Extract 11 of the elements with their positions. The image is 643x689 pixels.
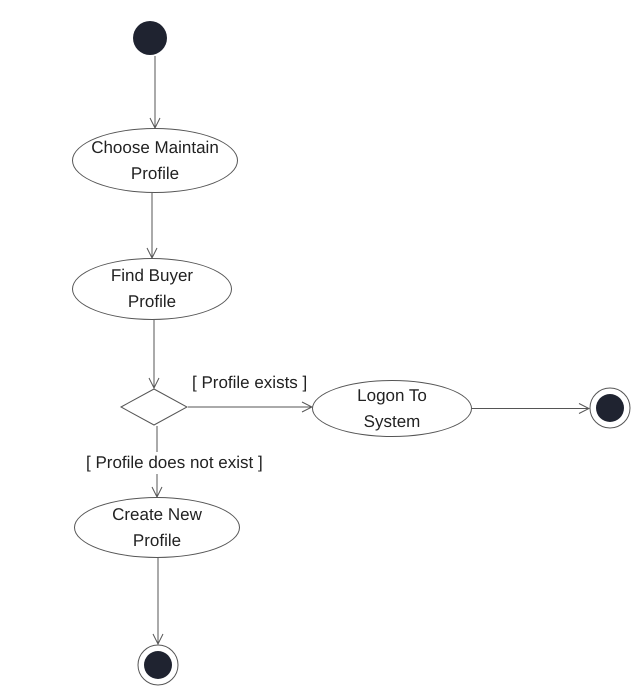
arrow — [146, 192, 158, 258]
arrow — [148, 320, 160, 388]
arrow — [150, 56, 160, 128]
arrow — [188, 402, 312, 412]
edge-label: [ Profile does not exist ] — [86, 452, 263, 474]
activity-box: Create New Profile — [74, 497, 240, 558]
arrow — [152, 558, 164, 644]
activity-box: Choose Maintain Profile — [72, 128, 238, 193]
arrow — [472, 403, 590, 414]
activity-box: Find Buyer Profile — [72, 258, 232, 320]
activity-box: Logon To System — [312, 380, 472, 437]
